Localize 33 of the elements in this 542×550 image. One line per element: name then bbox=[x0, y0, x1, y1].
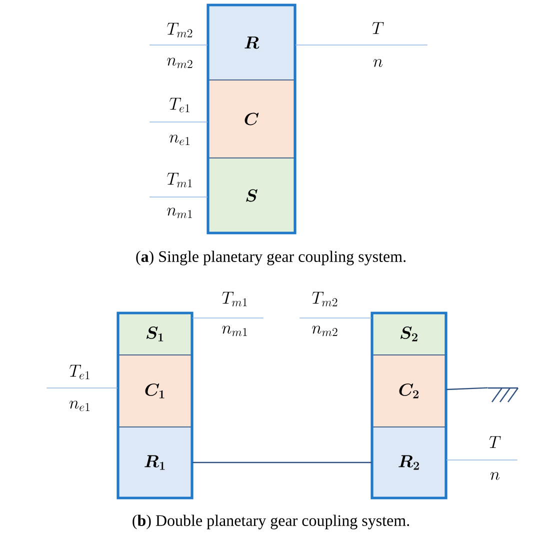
shaft-label: $T_{m1}$ bbox=[222, 292, 247, 306]
shaft-label: $n_{e1}$ bbox=[70, 400, 90, 412]
shaft-label: $T_{m2}$ bbox=[167, 22, 192, 38]
gear-section: $C$ bbox=[208, 80, 296, 158]
shaft-line bbox=[149, 196, 208, 198]
shaft-label: $n_{m2}$ bbox=[312, 326, 338, 336]
shaft-label: $n_{m1}$ bbox=[167, 208, 192, 218]
shaft-label: $n$ bbox=[490, 472, 500, 480]
gear-section: $R$ bbox=[208, 4, 296, 80]
shaft-label: $n_{m1}$ bbox=[222, 326, 247, 336]
shaft-line bbox=[295, 44, 428, 46]
shaft-label: $T_{m1}$ bbox=[167, 172, 192, 188]
gear-section: $S_1$ bbox=[118, 312, 192, 356]
shaft-label: $n$ bbox=[373, 59, 383, 67]
gear-section: $S$ bbox=[208, 158, 296, 234]
shaft-line bbox=[192, 462, 372, 464]
shaft-label: $T_{m2}$ bbox=[312, 292, 338, 306]
gear-section: $R_1$ bbox=[118, 426, 192, 498]
gear-section: $S_2$ bbox=[372, 312, 446, 356]
gear-section: $C_1$ bbox=[118, 354, 192, 428]
shaft-label: $T_{e1}$ bbox=[70, 364, 90, 380]
subfigure-caption: (a) Single planetary gear coupling system. bbox=[136, 250, 406, 266]
shaft-label: $T_{e1}$ bbox=[170, 98, 190, 112]
shaft-label: $n_{m2}$ bbox=[167, 58, 192, 68]
shaft-label: $T$ bbox=[489, 436, 501, 448]
ground-symbol bbox=[487, 387, 519, 403]
gear-section: $C_2$ bbox=[372, 354, 446, 428]
shaft-line bbox=[446, 387, 488, 390]
shaft-label: $n_{e1}$ bbox=[170, 134, 190, 146]
shaft-label: $T$ bbox=[372, 22, 384, 34]
shaft-line bbox=[149, 44, 208, 46]
gear-section: $R_2$ bbox=[372, 426, 446, 498]
subfigure-caption: (b) Double planetary gear coupling system. bbox=[132, 514, 410, 530]
